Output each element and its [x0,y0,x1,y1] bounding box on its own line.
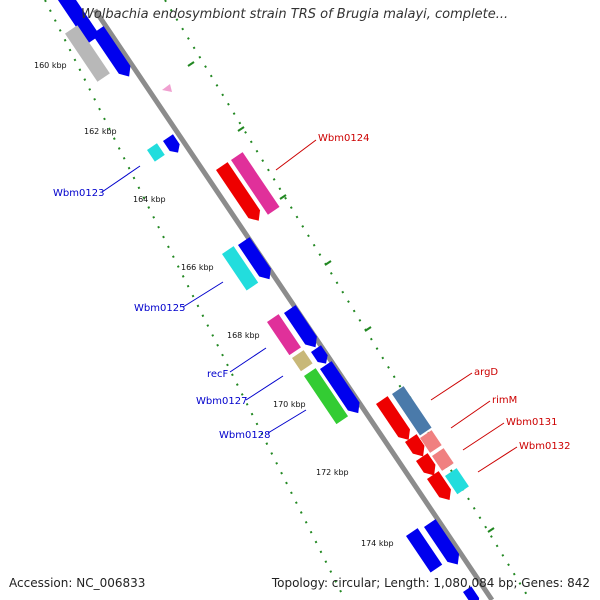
gene-blue-169 [311,345,328,364]
tick-label-172: 172 kbp [316,468,349,477]
gene-wbm0128 [304,368,349,425]
gene-blue-bottom [463,586,480,600]
gene-label-rimm[interactable]: rimM [492,395,518,406]
label-connectors [101,139,518,473]
gene-blue-170 [320,361,360,414]
gene-recf [267,314,301,356]
gene-label-wbm0132[interactable]: Wbm0132 [519,441,571,452]
genome-meta-text: Topology: circular; Length: 1,080,084 bp… [271,576,590,590]
gene-blue-164 [163,134,180,153]
gene-label-wbm0127[interactable]: Wbm0127 [196,396,248,407]
gene-wbm0132 [445,468,469,495]
gene-label-argd[interactable]: argD [474,367,499,378]
gene-blue-174-a [406,528,443,573]
gene-label-wbm0124[interactable]: Wbm0124 [318,133,370,144]
tick-label-164: 164 kbp [133,195,166,204]
gene-red-argd-b [405,434,425,457]
gene-wbm0125 [222,246,259,291]
gene-red-172-a [416,453,436,476]
tick-label-166: 166 kbp [181,263,214,272]
scale-line-left [44,0,346,600]
gene-steel [392,386,432,436]
genome-backbone [92,8,495,600]
gene-blue-174-b [424,519,460,565]
small-pink-marker [162,84,172,92]
gene-label-wbm0131[interactable]: Wbm0131 [506,417,558,428]
gene-wbm0123 [147,143,165,162]
gene-label-wbm0128[interactable]: Wbm0128 [219,430,271,441]
tick-label-162: 162 kbp [84,127,117,136]
tick-label-170: 170 kbp [273,400,306,409]
accession-text: Accession: NC_006833 [9,576,146,590]
gene-argd [376,396,410,440]
scale-line-right [164,0,531,600]
gene-label-recf[interactable]: recF [207,369,229,380]
gene-block-top [54,0,131,82]
gene-red-172-b [427,471,451,500]
gene-wbm0124 [216,162,261,221]
tick-label-160: 160 kbp [34,61,67,70]
map-title: Wolbachia endosymbiont strain TRS of Bru… [81,7,509,22]
gene-magenta-163 [231,152,280,215]
gene-rimm [420,430,442,453]
gene-label-wbm0123[interactable]: Wbm0123 [53,188,105,199]
gene-wbm0131 [432,448,454,471]
gene-wbm0127 [292,350,313,372]
tick-label-174: 174 kbp [361,539,394,548]
gene-blue-166 [238,237,271,280]
gene-blue-168 [284,305,317,348]
gene-label-wbm0125[interactable]: Wbm0125 [134,303,186,314]
tick-label-168: 168 kbp [227,331,260,340]
